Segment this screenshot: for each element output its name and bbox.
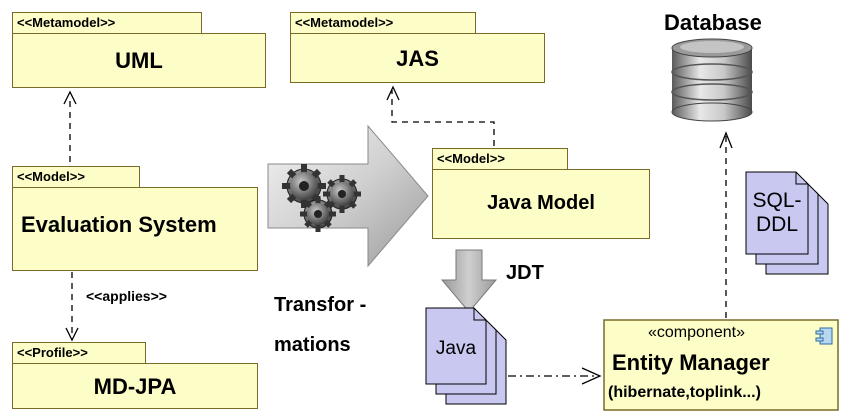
- component-stereotype: «component»: [648, 324, 745, 341]
- uml-package: UML: [12, 33, 266, 88]
- component-detail: (hibernate,toplink...): [608, 384, 761, 401]
- uml-package-tab: <<Metamodel>>: [12, 12, 202, 34]
- arrowhead-database: [719, 131, 733, 149]
- dependency-javamodel-to-jas: [391, 90, 495, 146]
- sql-ddl-document-icon: [745, 171, 829, 275]
- jdt-label: JDT: [506, 262, 544, 284]
- javamodel-package-name: Java Model: [487, 192, 595, 214]
- component-icon: [815, 327, 833, 345]
- entity-manager-component: [603, 319, 839, 411]
- mdjpa-package: MD-JPA: [12, 363, 258, 409]
- arrowhead-mdjpa: [65, 327, 79, 342]
- javamodel-package-tab: <<Model>>: [432, 148, 568, 170]
- sql-ddl-label-line1: SQL-: [752, 189, 802, 212]
- evaluation-package-tab: <<Model>>: [12, 166, 140, 188]
- mdjpa-package-tab: <<Profile>>: [12, 342, 146, 364]
- evaluation-package-name: Evaluation System: [21, 212, 217, 237]
- component-name: Entity Manager: [612, 350, 770, 375]
- java-document-label: Java: [435, 338, 477, 359]
- jas-package-name: JAS: [396, 46, 439, 71]
- database-label: Database: [664, 10, 762, 35]
- database-icon: [671, 38, 753, 122]
- evaluation-package: Evaluation System: [12, 187, 258, 271]
- java-document-icon: [425, 307, 507, 405]
- uml-package-name: UML: [115, 48, 163, 73]
- transformations-label-line2: mations: [274, 334, 351, 356]
- sql-ddl-label-line2: DDL: [755, 213, 798, 236]
- gears-icon: [282, 164, 361, 232]
- jdt-arrow: [440, 249, 498, 313]
- jas-package-tab: <<Metamodel>>: [290, 12, 476, 34]
- javamodel-package: Java Model: [432, 169, 650, 239]
- transformations-label-line1: Transfor -: [274, 294, 367, 316]
- arrowhead-jas: [386, 85, 400, 101]
- arrowhead-uml: [63, 90, 77, 105]
- applies-label: <<applies>>: [86, 288, 167, 304]
- jas-package: JAS: [290, 33, 545, 83]
- arrowhead-entitymanager: [581, 367, 602, 385]
- mdjpa-package-name: MD-JPA: [93, 374, 177, 399]
